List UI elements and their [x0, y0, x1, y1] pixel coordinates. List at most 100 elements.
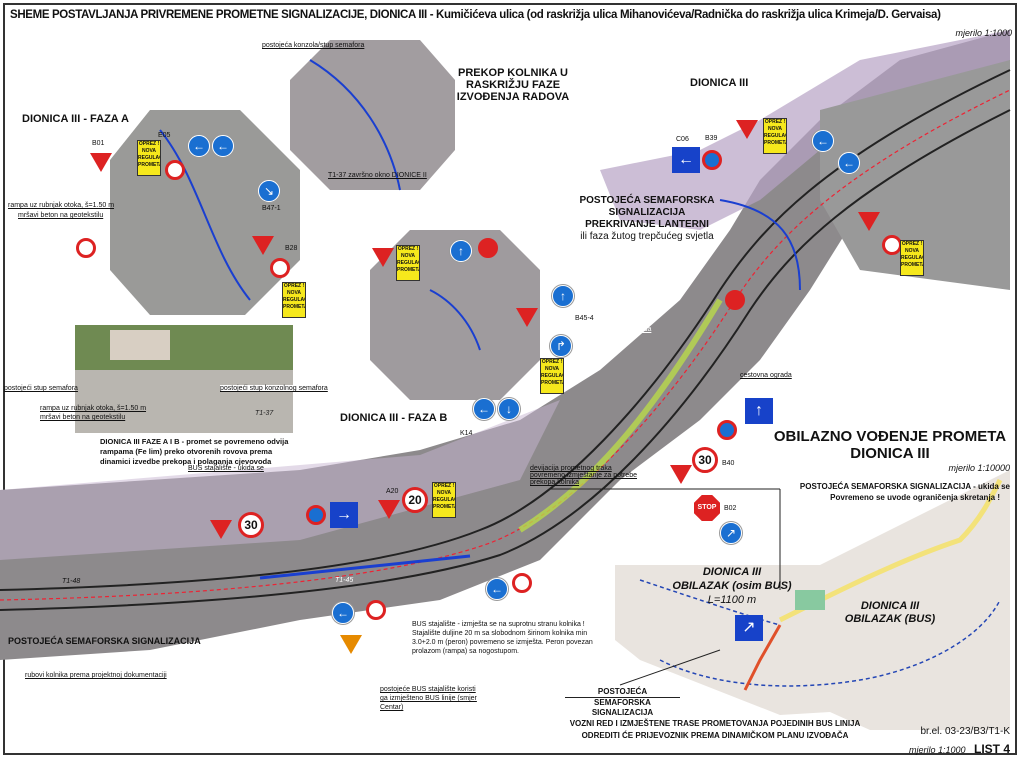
no-pedestrians-sign-icon: [366, 600, 386, 620]
lane-narrowing-sign-icon: [210, 520, 232, 539]
label-rampa-beton: mršavi beton na geotekstilu: [18, 212, 104, 219]
sign-code: B40: [722, 460, 735, 467]
note-faze-ab: DIONICA III FAZE A I B - promet se povre…: [100, 437, 289, 466]
page-title: SHEME POSTAVLJANJA PRIVREMENE PROMETNE S…: [10, 9, 941, 21]
label-devijacija: devijacija prometnog traka povremeno izm…: [530, 465, 638, 486]
oprez-sign: OPREZ ! NOVA REGULACIJA PROMETA: [432, 482, 456, 518]
detour-semafor-ukida: POSTOJEĆA SEMAFORSKA SIGNALIZACIJA - uki…: [799, 482, 1010, 491]
footer-scale-sheet: mjerilo 1:1000 LIST 4: [909, 740, 1010, 758]
aerial-buildings: [0, 400, 560, 560]
closed-section: [743, 624, 782, 691]
detour-ogranicenja: Povremeno se uvode ograničenja skretanja…: [830, 493, 1000, 502]
sign-code: B39: [705, 135, 718, 142]
no-entry-sign-icon: [478, 238, 498, 258]
arrow-up-right-sign-icon: ↗: [720, 522, 742, 544]
detour-label-line: DIONICA III: [860, 600, 920, 612]
detour-label-bus: DIONICA III OBILAZAK (BUS): [830, 600, 950, 626]
arrow-left-sign-icon: ←: [486, 578, 508, 600]
site-photo-building: [110, 330, 170, 360]
label-rampa-photo: rampa uz rubnjak otoka, š=1.50 m: [40, 405, 147, 412]
detour-label-line: OBILAZAK (osim BUS): [672, 580, 792, 592]
arrow-left-sign-icon: ←: [332, 602, 354, 624]
oprez-sign: OPREZ ! NOVA REGULACIJA PROMETA: [396, 245, 420, 281]
detour-semafor-label: POSTOJEĆA SEMAFORSKA SIGNALIZACIJA: [565, 687, 680, 718]
arrow-down-sign-icon: ↓: [498, 398, 520, 420]
no-u-turn-sign-icon: [270, 258, 290, 278]
warning-sign-icon: [516, 308, 538, 327]
arrow-left-sign-icon: ←: [838, 152, 860, 174]
oprez-sign: OPREZ ! NOVA REGULACIJA PROMETA: [282, 282, 306, 318]
label-rubovi: rubovi kolnika prema projektnoj dokument…: [25, 672, 167, 679]
no-u-turn-sign-icon: [882, 235, 902, 255]
park-area: [795, 590, 825, 610]
detour-route-bus: [639, 579, 781, 626]
temporary-lane: [309, 59, 401, 191]
no-stopping-sign-icon: [702, 150, 722, 170]
sign-code: A20: [386, 488, 399, 495]
speed-limit-30-sign: 30: [692, 447, 718, 473]
detour-semafor-line: SEMAFORSKA SIGNALIZACIJA: [565, 697, 680, 718]
arrow-left-sign-icon: ←: [212, 135, 234, 157]
arrow-left-sign-icon: ←: [812, 130, 834, 152]
section-faza-b: DIONICA III - FAZA B: [340, 412, 448, 424]
note-bus-stajaliste: BUS stajalište - izmješta se na suprotnu…: [412, 621, 593, 655]
label-rampa: rampa uz rubnjak otoka, š=1.50 m: [8, 202, 115, 209]
footer-note-line: ODREDITI ĆE PRIJEVOZNIK PREMA DINAMIČKOM…: [581, 731, 849, 740]
label-konzolni-stup: postojeći stup konzolnog semafora: [220, 385, 328, 392]
speed-limit-30-sign: 30: [238, 512, 264, 538]
sign-code: E05: [158, 132, 171, 139]
no-left-turn-sign-icon: [165, 160, 185, 180]
detour-label-osim-bus: DIONICA III OBILAZAK (osim BUS) L=1100 m: [672, 565, 792, 607]
temporary-lane: [429, 289, 481, 351]
sign-code: B02: [724, 505, 737, 512]
detour-length: L=1100 m: [707, 594, 757, 606]
detour-semafor-line: POSTOJEĆA: [597, 687, 648, 696]
section-prekop: PREKOP KOLNIKA U RASKRIŽJU FAZE IZVOĐENJ…: [456, 67, 570, 103]
oprez-sign: OPREZ ! NOVA REGULACIJA PROMETA: [137, 140, 161, 176]
label-bus-ukida: BUS stajalište - ukida se: [188, 465, 264, 472]
detour-route-bus: [659, 599, 1001, 687]
label-t1-37: T1-37: [255, 410, 274, 417]
detour-label-line: OBILAZAK (BUS): [844, 613, 936, 625]
aerial-right: [820, 60, 1010, 290]
label-semafor-left: POSTOJEĆA SEMAFORSKA SIGNALIZACIJA: [8, 636, 201, 646]
no-pedestrians-sign-icon: [512, 573, 532, 593]
aerial-buildings: [600, 30, 1010, 230]
sign-code: B47-1: [262, 205, 281, 212]
label-rampa-photo-2: mršavi beton na geotekstilu: [40, 414, 126, 421]
oprez-sign: OPREZ ! NOVA REGULACIJA PROMETA: [763, 118, 787, 154]
section-faza-a: DIONICA III - FAZA A: [22, 113, 129, 125]
leader-line: [619, 649, 721, 686]
arrow-turn-sign-icon: ↱: [550, 335, 572, 357]
warning-sign-icon: [90, 153, 112, 172]
detour-scale: mjerilo 1:10000: [948, 463, 1010, 473]
oprez-sign: OPREZ ! NOVA REGULACIJA PROMETA: [900, 240, 924, 276]
speed-limit-20-sign: 20: [402, 487, 428, 513]
detour-title: OBILAZNO VOĐENJE PROMETA DIONICA III: [773, 428, 1007, 462]
lane-direction-sign-icon: ←: [672, 147, 700, 173]
arrow-left-sign-icon: ←: [188, 135, 210, 157]
arrow-up-sign-icon: ↑: [450, 240, 472, 262]
bus-lane: [259, 554, 471, 580]
label-pjesacka-ograda: pješačka ograda: [600, 326, 652, 333]
sign-code: C06: [676, 136, 689, 143]
note-bus-centar: postojeće BUS stajalište koristi ga izmj…: [380, 686, 477, 711]
label-zavrsno-okno: T1-37 završno okno DIONICE II: [328, 172, 427, 179]
no-pedestrians-sign-icon: [76, 238, 96, 258]
warning-sign-icon: [252, 236, 274, 255]
temporary-lane: [159, 129, 251, 301]
label-stup-semafora: postojeći stup semafora: [4, 385, 78, 392]
footer-note: VOZNI RED I IZMJEŠTENE TRASE PROMETOVANJ…: [565, 718, 865, 742]
lane-direction-sign-icon: →: [330, 502, 358, 528]
warning-sign-icon: [858, 212, 880, 231]
no-entry-sign-icon: [725, 290, 745, 310]
semafor-label: POSTOJEĆA SEMAFORSKA SIGNALIZACIJA: [579, 195, 715, 218]
drawing-reference: br.el. 03-23/B3/T1-K: [920, 726, 1011, 737]
no-stopping-sign-icon: [306, 505, 326, 525]
sign-code: B01: [92, 140, 105, 147]
sheet-number: LIST 4: [973, 742, 1010, 756]
drawing-frame: [3, 3, 1017, 755]
roadworks-sign-icon: [340, 635, 362, 654]
work-zone: [518, 298, 723, 533]
detour-label-line: DIONICA III: [702, 566, 762, 578]
